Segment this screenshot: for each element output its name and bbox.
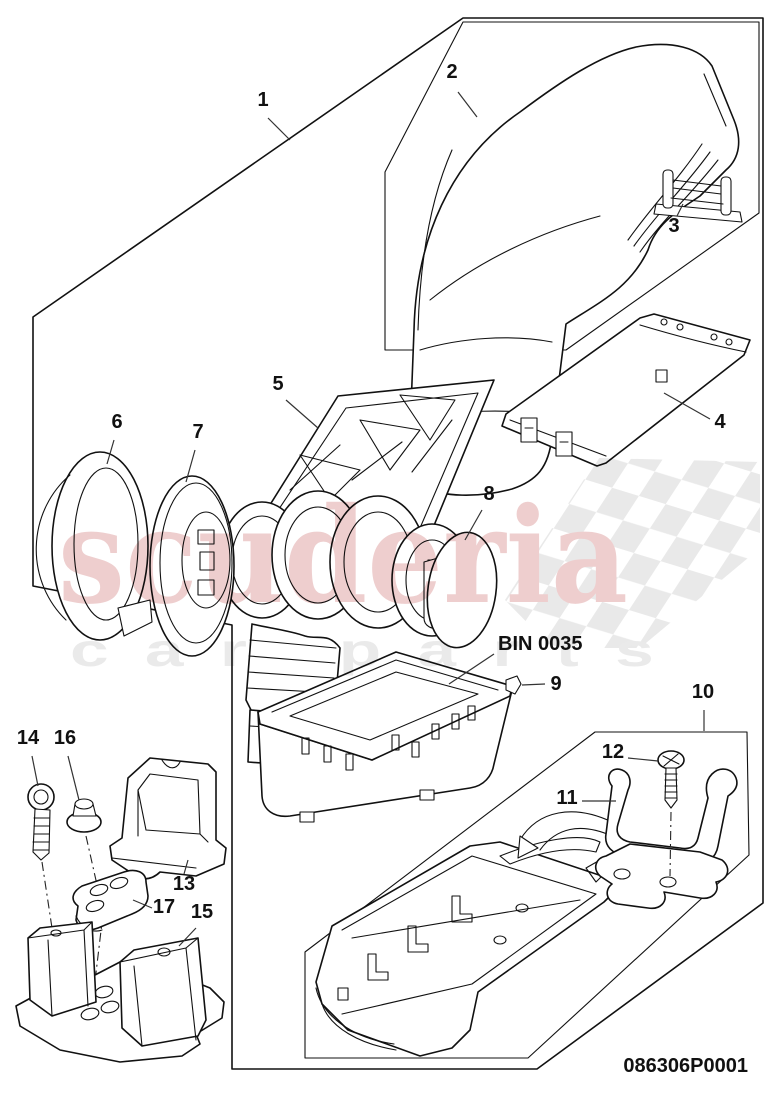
part-number-5: 5 [272,373,283,395]
motion-arrow [517,811,613,859]
leader-line-4 [663,392,711,420]
leader-line-16 [67,755,80,801]
leader-line-8 [464,509,483,541]
centerline-bolt [41,861,53,929]
part-callout-10: 10 [692,681,714,731]
part-number-2: 2 [446,61,457,83]
part-callout-12: 12 [602,741,659,763]
part-callout-1: 1 [257,89,291,141]
part-callout-11: 11 [556,787,616,809]
part-callout-4: 4 [663,392,726,433]
part-number-3: 3 [668,215,679,237]
part-callout-bin: BIN 0035 [448,633,583,685]
leader-line-2 [457,91,478,118]
part-screw [657,750,685,809]
part10-group-box [304,731,750,1059]
watermark-brand: scuderia [58,479,628,634]
part-number-14: 14 [17,727,40,749]
part-number-6: 6 [111,411,122,433]
leader-line-15 [178,927,197,947]
leader-line-14 [31,755,39,787]
part-hinge-bracket [653,169,743,223]
leader-line-6 [106,439,115,465]
part-cage-bracket [109,757,227,880]
part-detent-disc [149,475,235,657]
part-retainer-bracket [594,768,738,910]
part-number-17: 17 [153,896,175,918]
leader-line-bin [448,653,495,685]
part-number-13: 13 [173,873,195,895]
part-lower-shell [315,837,617,1057]
part-callout-9: 9 [521,673,562,695]
watermark-subtitle: car parts [70,624,690,676]
part-number-1: 1 [257,89,268,111]
leader-line-17 [132,899,153,909]
part-callout-6: 6 [106,411,123,465]
leader-line-12 [627,757,659,762]
figure-borders [32,17,764,1070]
checkered-flag [505,458,760,648]
part-number-bin: BIN 0035 [498,633,583,655]
watermark: scuderia car parts [58,458,760,676]
leader-line-1 [267,117,291,141]
part-callout-5: 5 [272,373,319,429]
part-number-10: 10 [692,681,714,703]
leader-line-7 [185,449,196,483]
part-number-4: 4 [714,411,726,433]
part-callout-15: 15 [178,901,213,947]
part-number-8: 8 [483,483,494,505]
part-callout-7: 7 [185,421,204,483]
part-number-15: 15 [191,901,213,923]
leader-line-9 [521,683,546,686]
part-callout-16: 16 [54,727,80,801]
part-callout-8: 8 [464,483,495,541]
leader-line-5 [285,399,319,429]
part-callout-14: 14 [17,727,40,787]
part-bolt [27,783,55,861]
part-callout-17: 17 [132,896,175,918]
part-number-12: 12 [602,741,624,763]
part-callout-13: 13 [173,859,195,895]
part-number-7: 7 [192,421,203,443]
part-bearing-ring [35,451,153,641]
part-number-9: 9 [550,673,561,695]
armrest-group-box [384,21,760,351]
part-end-cap [423,531,498,649]
part-flange-nut [66,798,102,833]
part-stowage-bin [257,651,522,823]
leader-line-13 [183,859,189,875]
part-mounting-panel [501,313,751,467]
leader-line-3 [676,203,684,217]
part-callout-2: 2 [446,61,478,118]
outer-border [32,17,764,1070]
part-number-11: 11 [556,787,577,809]
part-number-16: 16 [54,727,76,749]
drawing-number: 086306P0001 [623,1055,748,1077]
part-spacer-plate [72,869,149,932]
part-mount-base [15,921,225,1063]
part-callout-3: 3 [668,203,684,237]
centerline-screw [669,811,672,877]
